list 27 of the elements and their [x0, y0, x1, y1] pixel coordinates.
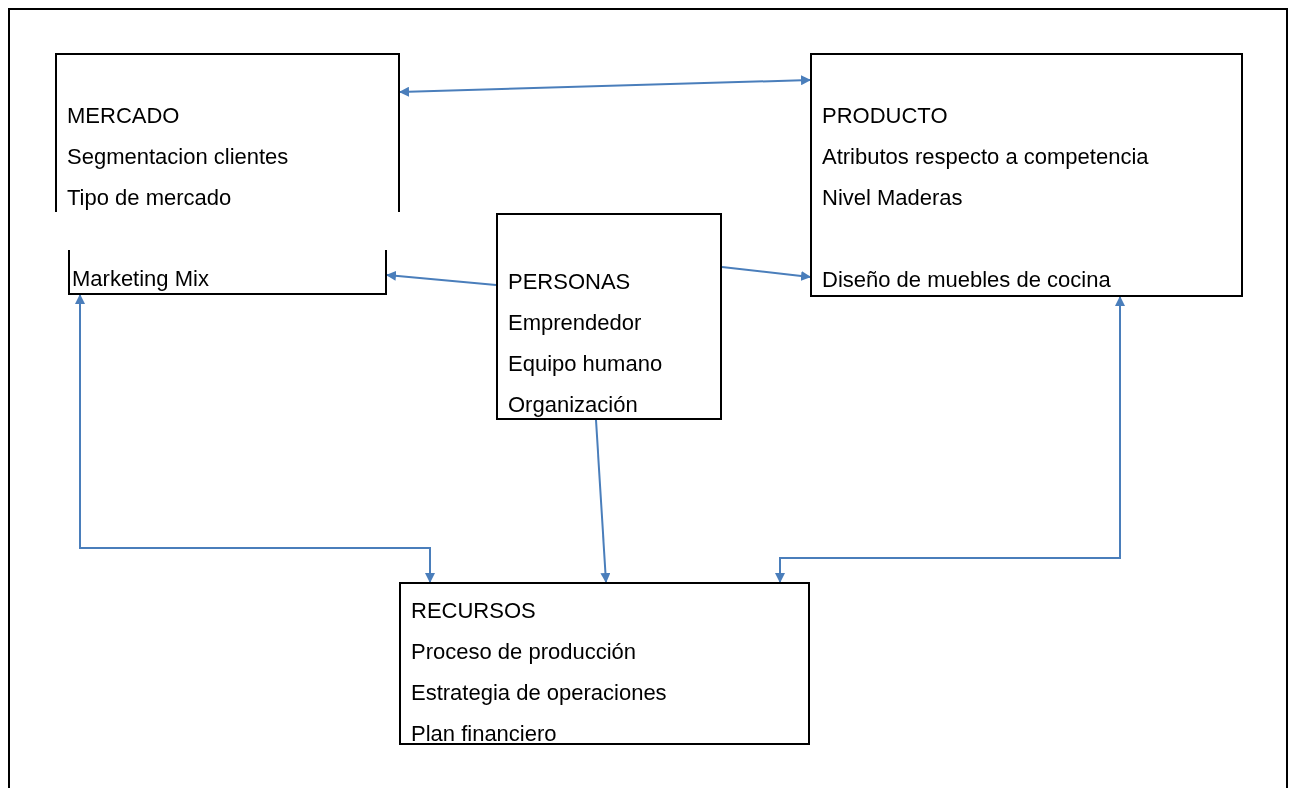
- text-box: [68, 250, 387, 295]
- arrow: [775, 296, 1125, 583]
- arrow: [595, 419, 611, 583]
- box-item: Segmentacion clientes: [67, 143, 289, 171]
- box-item: Emprendedor: [508, 309, 642, 337]
- box-heading: RECURSOS: [411, 597, 536, 625]
- box-item: Organización: [508, 391, 638, 419]
- text-box: [496, 213, 722, 420]
- box-item: Equipo humano: [508, 350, 663, 378]
- box-item: Proceso de producción: [411, 638, 637, 666]
- box-item: Diseño de muebles de cocina: [822, 266, 1111, 294]
- text-box: [810, 53, 1243, 297]
- box-item: Tipo de mercado: [67, 184, 232, 212]
- box-heading: PERSONAS: [508, 268, 631, 296]
- box-item: Estrategia de operaciones: [411, 679, 667, 707]
- arrow: [399, 75, 811, 97]
- text-box: [399, 582, 810, 745]
- box-heading: MERCADO: [67, 102, 180, 130]
- arrow: [721, 266, 811, 281]
- arrow: [75, 294, 435, 583]
- text-box: [55, 53, 400, 212]
- box-heading: Marketing Mix: [72, 265, 209, 293]
- box-item: Nivel Maderas: [822, 184, 963, 212]
- box-item: Atributos respecto a competencia: [822, 143, 1149, 171]
- box-item: Plan financiero: [411, 720, 557, 748]
- box-heading: PRODUCTO: [822, 102, 948, 130]
- arrow: [386, 270, 497, 286]
